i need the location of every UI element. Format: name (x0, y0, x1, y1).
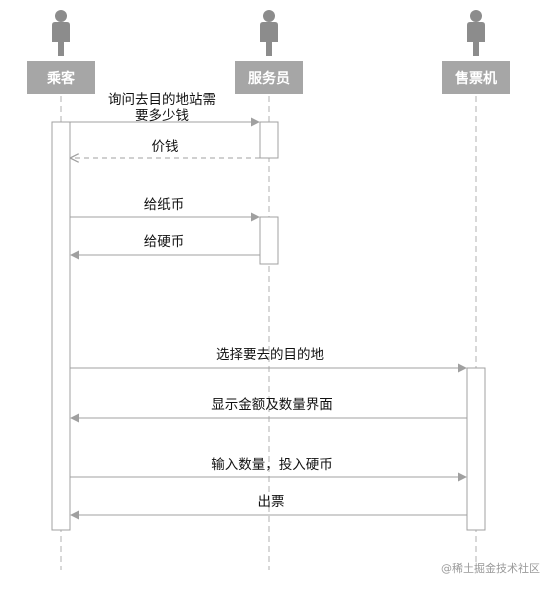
message-give-coins: 给硬币 (70, 234, 260, 260)
actor-attendant: 服务员 (235, 10, 303, 94)
message-price: 价钱 (71, 139, 260, 158)
actor-ticket-machine: 售票机 (442, 10, 510, 94)
message-label: 出票 (258, 494, 285, 510)
actor-passenger: 乘客 (27, 10, 95, 94)
activation-passenger (51, 121, 71, 531)
actor-box (442, 61, 510, 94)
message-select-destination: 选择要去的目的地 (70, 347, 467, 373)
message-label: 显示金额及数量界面 (211, 397, 333, 413)
actor-box (27, 61, 95, 94)
activation-attendant-2 (259, 216, 279, 265)
actor-box (235, 61, 303, 94)
message-label: 价钱 (152, 139, 179, 155)
activation-ticket-machine (466, 367, 486, 531)
watermark: @稀土掘金技术社区 (441, 561, 540, 575)
message-label: 要多少钱 (135, 107, 189, 124)
message-enter-quantity: 输入数量，投入硬币 (70, 457, 467, 482)
message-issue-ticket: 出票 (70, 494, 467, 520)
message-label: 输入数量，投入硬币 (211, 457, 333, 473)
message-give-note: 给纸币 (70, 197, 260, 222)
message-show-amount: 显示金额及数量界面 (70, 397, 467, 423)
person-icon (260, 10, 278, 56)
person-icon (467, 10, 485, 56)
actor-label: 售票机 (454, 70, 497, 87)
message-ask-fare: 询问去目的地站需 要多少钱 (70, 92, 260, 127)
message-label: 给硬币 (144, 234, 185, 250)
actor-label: 服务员 (248, 70, 290, 87)
messages: 询问去目的地站需 要多少钱 价钱 给纸币 给硬币 选择要去的目的地 显示金额及数… (70, 92, 467, 520)
message-label: 询问去目的地站需 (108, 92, 216, 108)
message-label: 给纸币 (144, 197, 185, 213)
person-icon (52, 10, 70, 56)
activation-attendant-1 (259, 121, 279, 159)
message-label: 选择要去的目的地 (216, 347, 324, 363)
actor-label: 乘客 (46, 70, 76, 87)
activations (51, 121, 486, 531)
